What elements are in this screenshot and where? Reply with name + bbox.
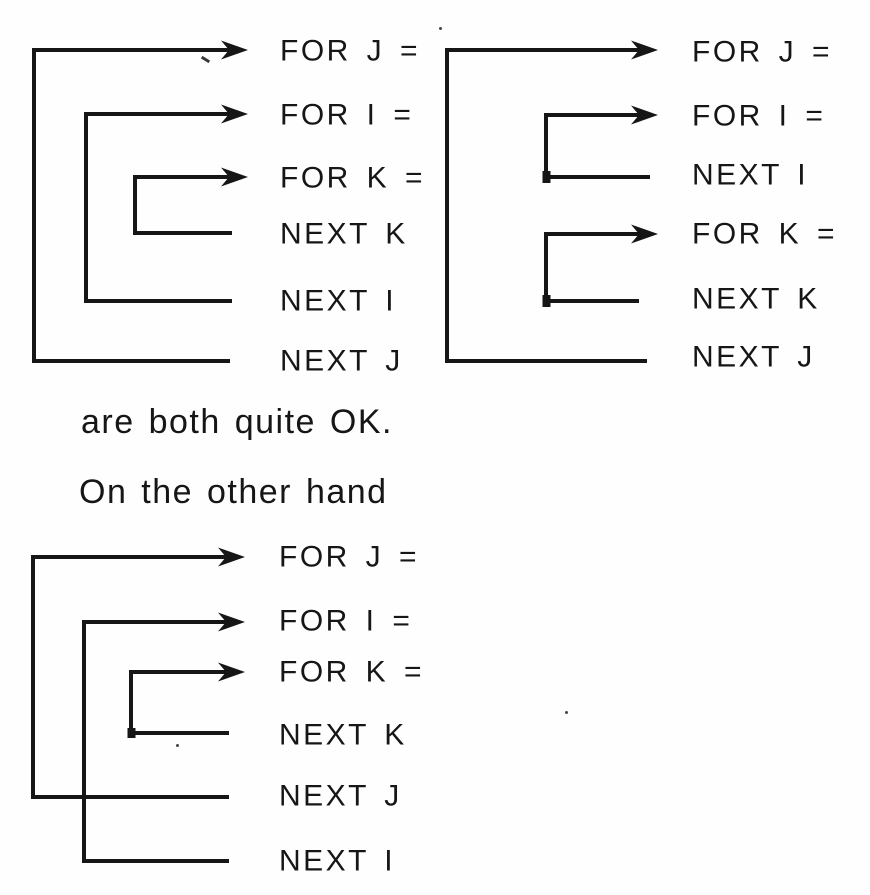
i-loop-bracket-line — [544, 113, 650, 179]
right-for-j-label: FOR J = — [692, 35, 833, 69]
right-next-k-label: NEXT K — [692, 282, 820, 316]
diagram-top-right — [445, 40, 658, 363]
corner-ink-blob — [127, 728, 136, 738]
i-loop-bracket-line — [84, 112, 233, 303]
caption-other-hand: On the other hand — [79, 473, 388, 511]
arrow-icon — [218, 547, 245, 567]
k-loop-bracket-line — [133, 175, 233, 235]
bottom-next-i-label: NEXT I — [279, 844, 396, 878]
left-for-j-label: FOR J = — [280, 34, 421, 68]
bottom-for-j-label: FOR J = — [279, 540, 420, 574]
arrow-icon — [631, 105, 658, 125]
i-loop-bracket-line — [82, 620, 230, 863]
arrow-icon — [631, 224, 658, 244]
left-for-k-label: FOR K = — [280, 161, 426, 195]
bottom-for-k-label: FOR K = — [279, 655, 425, 689]
arrow-icon — [218, 612, 245, 632]
right-next-j-label: NEXT J — [692, 340, 815, 374]
left-next-j-label: NEXT J — [280, 344, 403, 378]
k-loop-bracket-line — [544, 232, 643, 303]
bottom-for-i-label: FOR I = — [279, 604, 413, 638]
corner-ink-blob — [542, 295, 551, 307]
diagram-bottom — [31, 547, 245, 863]
j-loop-bracket-line — [445, 48, 647, 363]
scan-speck — [439, 27, 442, 30]
arrow-icon — [221, 104, 248, 124]
arrow-icon — [218, 662, 245, 682]
left-next-k-label: NEXT K — [280, 217, 408, 251]
j-loop-bracket-line — [31, 555, 230, 799]
right-for-k-label: FOR K = — [692, 217, 838, 251]
arrow-icon — [221, 167, 248, 187]
bottom-next-k-label: NEXT K — [279, 718, 407, 752]
arrow-icon — [221, 40, 248, 60]
k-loop-bracket-line — [129, 670, 230, 735]
bottom-next-j-label: NEXT J — [279, 779, 402, 813]
arrow-icon — [631, 40, 658, 60]
left-for-i-label: FOR I = — [280, 98, 414, 132]
left-next-i-label: NEXT I — [280, 284, 397, 318]
j-loop-bracket-line — [32, 48, 233, 363]
diagram-top-left — [32, 40, 248, 363]
scan-speck — [565, 711, 568, 714]
right-next-i-label: NEXT I — [692, 158, 809, 192]
corner-ink-blob — [542, 171, 551, 183]
scan-speck — [176, 744, 179, 747]
right-for-i-label: FOR I = — [692, 99, 826, 133]
caption-both-ok: are both quite OK. — [81, 403, 393, 441]
